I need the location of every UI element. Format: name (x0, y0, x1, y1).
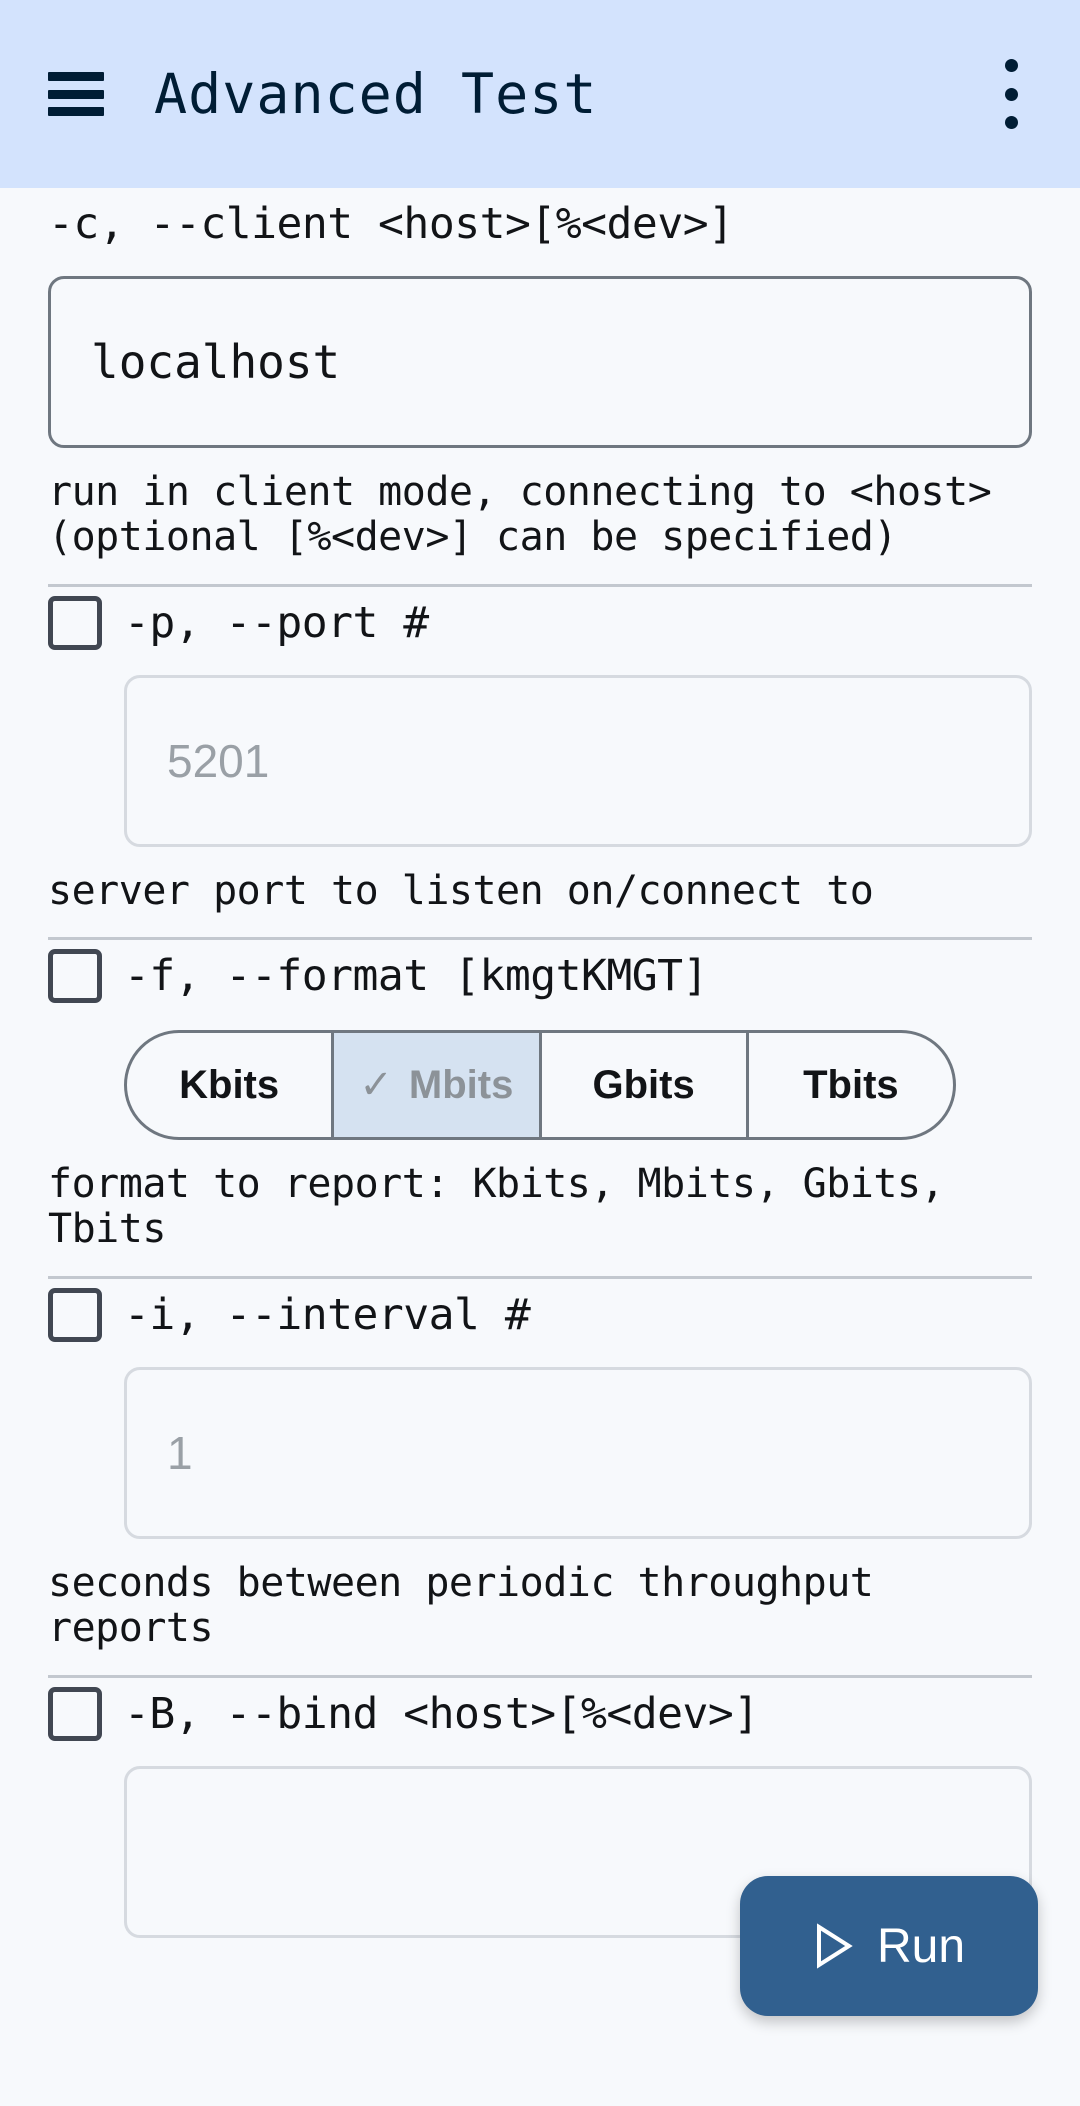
client-host-input[interactable]: localhost (48, 276, 1032, 448)
hamburger-bar (48, 72, 104, 81)
segment-mbits[interactable]: ✓ Mbits (334, 1033, 542, 1138)
divider (48, 583, 1032, 587)
segment-kbits[interactable]: Kbits (127, 1033, 335, 1138)
checkbox-bind[interactable] (48, 1686, 102, 1741)
options-list[interactable]: -c, --client <host>[%<dev>] localhost ru… (0, 188, 1080, 2106)
hamburger-icon[interactable] (48, 72, 104, 116)
dot (1004, 59, 1018, 72)
interval-input[interactable]: 1 (124, 1366, 1032, 1539)
run-label: Run (876, 1919, 966, 1973)
option-client: -c, --client <host>[%<dev>] localhost ru… (0, 188, 1080, 584)
checkbox-format[interactable] (48, 949, 102, 1004)
segment-label: Gbits (592, 1062, 695, 1107)
segment-label: Kbits (179, 1062, 280, 1107)
segment-label: Mbits (408, 1062, 514, 1107)
option-description: run in client mode, connecting to <host>… (48, 469, 992, 560)
port-input[interactable]: 5201 (124, 674, 1032, 847)
option-header: -p, --port # (48, 587, 1032, 659)
hamburger-bar (48, 89, 104, 99)
checkbox-port[interactable] (48, 595, 102, 650)
option-interval: -i, --interval # 1 seconds between perio… (0, 1279, 1080, 1675)
run-button[interactable]: Run (740, 1876, 1038, 2016)
dot (1004, 116, 1018, 129)
divider (48, 937, 1032, 941)
input-placeholder: 5201 (167, 734, 270, 787)
app-bar: Advanced Test (0, 0, 1080, 188)
option-label: -i, --interval # (124, 1289, 531, 1340)
option-format: -f, --format [kmgtKMGT] Kbits ✓ Mbits Gb… (0, 940, 1080, 1276)
input-placeholder: 1 (167, 1426, 193, 1479)
more-vert-icon[interactable] (998, 59, 1024, 129)
input-value: localhost (91, 335, 341, 389)
option-port: -p, --port # 5201 server port to listen … (0, 587, 1080, 938)
divider (48, 1674, 1032, 1678)
option-label: -B, --bind <host>[%<dev>] (124, 1688, 759, 1739)
option-description: server port to listen on/connect to (48, 867, 874, 914)
check-icon: ✓ (359, 1063, 393, 1108)
option-header: -c, --client <host>[%<dev>] (48, 188, 1032, 260)
option-label: -c, --client <host>[%<dev>] (48, 199, 734, 249)
segment-tbits[interactable]: Tbits (749, 1033, 953, 1137)
page-title: Advanced Test (154, 62, 598, 126)
format-segmented-control[interactable]: Kbits ✓ Mbits Gbits Tbits (124, 1030, 956, 1141)
option-description: format to report: Kbits, Mbits, Gbits, T… (48, 1161, 945, 1253)
option-header: -i, --interval # (48, 1279, 1032, 1351)
play-icon (813, 1923, 853, 1969)
segment-label: Tbits (803, 1062, 899, 1107)
option-header: -f, --format [kmgtKMGT] (48, 940, 1032, 1012)
option-label: -f, --format [kmgtKMGT] (124, 951, 708, 1002)
option-label: -p, --port # (124, 597, 429, 648)
hamburger-bar (48, 107, 104, 116)
segment-gbits[interactable]: Gbits (542, 1033, 749, 1138)
option-description: seconds between periodic throughput repo… (48, 1559, 874, 1651)
option-header: -B, --bind <host>[%<dev>] (48, 1678, 1032, 1750)
checkbox-interval[interactable] (48, 1287, 102, 1342)
dot (1004, 87, 1018, 101)
divider (48, 1275, 1032, 1279)
